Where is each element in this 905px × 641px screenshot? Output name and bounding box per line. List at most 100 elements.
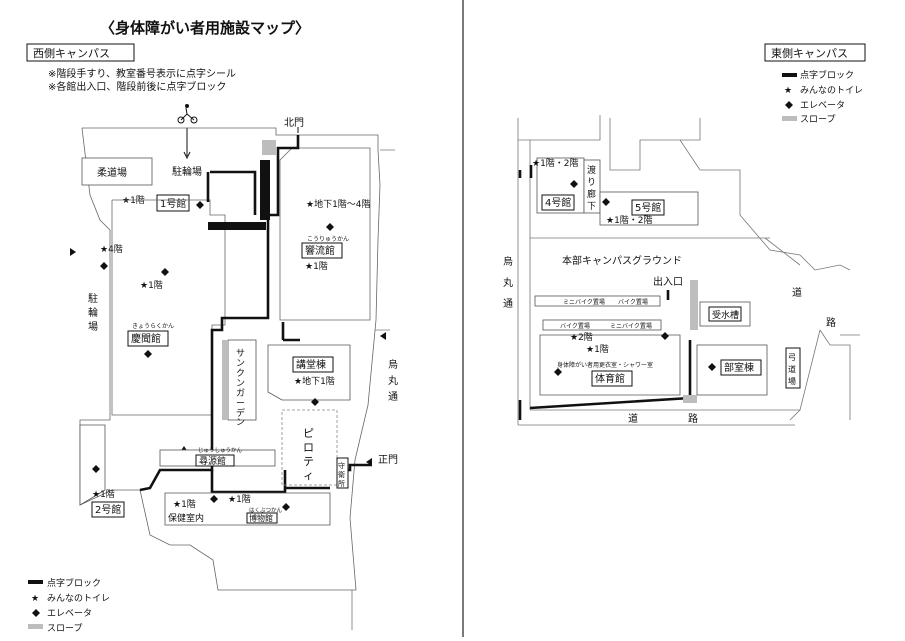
gym-toilet-1f: ★1階 xyxy=(586,344,609,355)
koryukan-label: 響流館 xyxy=(305,244,335,257)
legend-slope: スロープ xyxy=(47,623,82,634)
bike-parking-2: バイク置場 xyxy=(560,322,590,330)
piloti-label: ピ ロ テ ィ xyxy=(303,427,314,482)
north-gate-label: 北門 xyxy=(284,117,304,129)
east-road-bottom-2: 路 xyxy=(688,412,698,425)
gym xyxy=(539,334,681,396)
gym-label: 体育館 xyxy=(595,372,625,385)
svg-text:ー: ー xyxy=(236,399,245,409)
svg-text:通: 通 xyxy=(388,391,398,403)
east-entrance-label: 出入口 xyxy=(653,275,683,288)
club-house-label: 部室棟 xyxy=(724,361,754,374)
koryukan-ruby: こうりゅうかん xyxy=(307,236,349,243)
gym-toilet-2f: ★2階 xyxy=(570,332,593,343)
koryukan-outline xyxy=(279,147,371,321)
cyclist-icon xyxy=(177,104,198,124)
svg-text:所: 所 xyxy=(338,479,345,488)
svg-text:衛: 衛 xyxy=(338,470,345,479)
svg-text:守: 守 xyxy=(338,461,345,470)
judo-hall-label: 柔道場 xyxy=(97,166,127,179)
kodo-toilet: ★地下1階 xyxy=(294,375,335,387)
building-5 xyxy=(599,191,699,226)
svg-text:駐: 駐 xyxy=(88,292,98,305)
page-title: 〈身体障がい者用施設マップ〉 xyxy=(100,19,310,37)
side-bike-parking-label: 駐 輪 場 xyxy=(88,292,98,333)
minibike-parking-2: ミニバイク置場 xyxy=(610,322,652,330)
east-legend-tactile: 点字ブロック xyxy=(800,69,854,81)
west-boundary xyxy=(79,127,381,591)
jingenkan-ruby: じゅうしゅうかん xyxy=(198,447,243,454)
svg-text:テ: テ xyxy=(303,455,314,468)
svg-text:輪: 輪 xyxy=(88,306,98,319)
health-museum-block xyxy=(164,492,331,526)
tactile-path-north xyxy=(210,135,300,455)
minibike-parking-1: ミニバイク置場 xyxy=(563,298,605,306)
west-note-1: ※階段手すり、教室番号表示に点字シール xyxy=(48,67,236,80)
east-legend: 点字ブロック ★ みんなのトイレ エレベータ スロープ xyxy=(782,69,863,125)
east-road-right-2: 路 xyxy=(826,316,836,329)
svg-text:ン: ン xyxy=(236,379,245,389)
archery-dojo xyxy=(785,347,801,389)
svg-text:道: 道 xyxy=(788,364,796,374)
building-5-label: 5号館 xyxy=(635,201,661,214)
svg-text:ク: ク xyxy=(236,368,245,379)
gym-shower-label: 身体障がい者用更衣室・シャワー室 xyxy=(557,361,653,369)
svg-text:烏: 烏 xyxy=(388,358,398,371)
judo-hall xyxy=(81,157,153,186)
building-1-toilet: ★1階 xyxy=(122,195,145,206)
east-campus-label-box xyxy=(764,43,866,62)
svg-text:★: ★ xyxy=(31,594,39,604)
building-1-label-box xyxy=(156,194,190,212)
bike-parking-1: バイク置場 xyxy=(618,298,648,306)
east-roads xyxy=(517,115,860,426)
building-1-label: 1号館 xyxy=(160,197,186,210)
bike-parking-label: 駐輪場 xyxy=(172,165,202,178)
kyorakukan-toilet-1f: ★1階 xyxy=(140,280,163,291)
svg-text:ピ: ピ xyxy=(303,427,314,440)
east-legend-toilet: みんなのトイレ xyxy=(800,85,863,96)
east-legend-slope: スロープ xyxy=(800,114,835,125)
building-1-elevator xyxy=(196,201,204,209)
svg-text:丸: 丸 xyxy=(388,374,398,387)
west-karasuma-label: 烏 丸 通 xyxy=(388,358,398,403)
svg-text:★: ★ xyxy=(784,86,792,96)
kodo-label: 講堂棟 xyxy=(296,358,326,371)
building-4-label: 4号館 xyxy=(545,196,571,209)
svg-text:烏: 烏 xyxy=(503,255,513,268)
corridor-label: 渡 り 廊 下 xyxy=(587,164,596,212)
east-tactile-path xyxy=(518,165,692,420)
ground-label: 本部キャンパスグラウンド xyxy=(562,254,682,267)
koryukan-basement-toilet: ★地下1階〜4階 xyxy=(306,198,371,210)
svg-text:ガ: ガ xyxy=(236,388,245,399)
west-campus-label: 西側キャンパス xyxy=(33,47,110,60)
svg-text:弓: 弓 xyxy=(788,353,796,362)
kyorakukan-ruby: きょうらくかん xyxy=(132,323,174,330)
svg-text:場: 場 xyxy=(788,376,796,386)
archery-dojo-label: 弓 道 場 xyxy=(788,353,796,386)
museum-toilet: ★1階 xyxy=(228,494,251,505)
east-road-right-1: 道 xyxy=(792,286,802,299)
building-4-toilet: ★1階・2階 xyxy=(532,158,579,169)
sunken-garden-label: サ ン ク ン ガ ー デ ン xyxy=(236,348,245,428)
svg-text:廊: 廊 xyxy=(587,188,596,200)
kyorakukan-label: 慶聞館 xyxy=(131,332,161,345)
water-tank-label: 受水槽 xyxy=(712,309,739,321)
slope-north xyxy=(262,140,276,155)
svg-text:丸: 丸 xyxy=(503,276,513,289)
koryukan-toilet-1f: ★1階 xyxy=(305,261,328,272)
east-campus-label: 東側キャンパス xyxy=(771,47,848,60)
kyorakukan-toilet-4f: ★4階 xyxy=(100,244,123,255)
svg-text:ロ: ロ xyxy=(303,441,314,454)
guard-house-label: 守 衛 所 xyxy=(338,461,345,488)
west-campus-label-box xyxy=(26,43,135,62)
building-2 xyxy=(79,424,106,506)
guard-house xyxy=(336,457,349,489)
health-toilet: ★1階 xyxy=(173,499,196,510)
svg-text:ン: ン xyxy=(236,359,245,369)
building-2-label: 2号館 xyxy=(95,503,121,516)
health-room-label: 保健室内 xyxy=(168,512,204,524)
svg-text:デ: デ xyxy=(236,407,245,419)
legend-tactile: 点字ブロック xyxy=(47,577,101,589)
